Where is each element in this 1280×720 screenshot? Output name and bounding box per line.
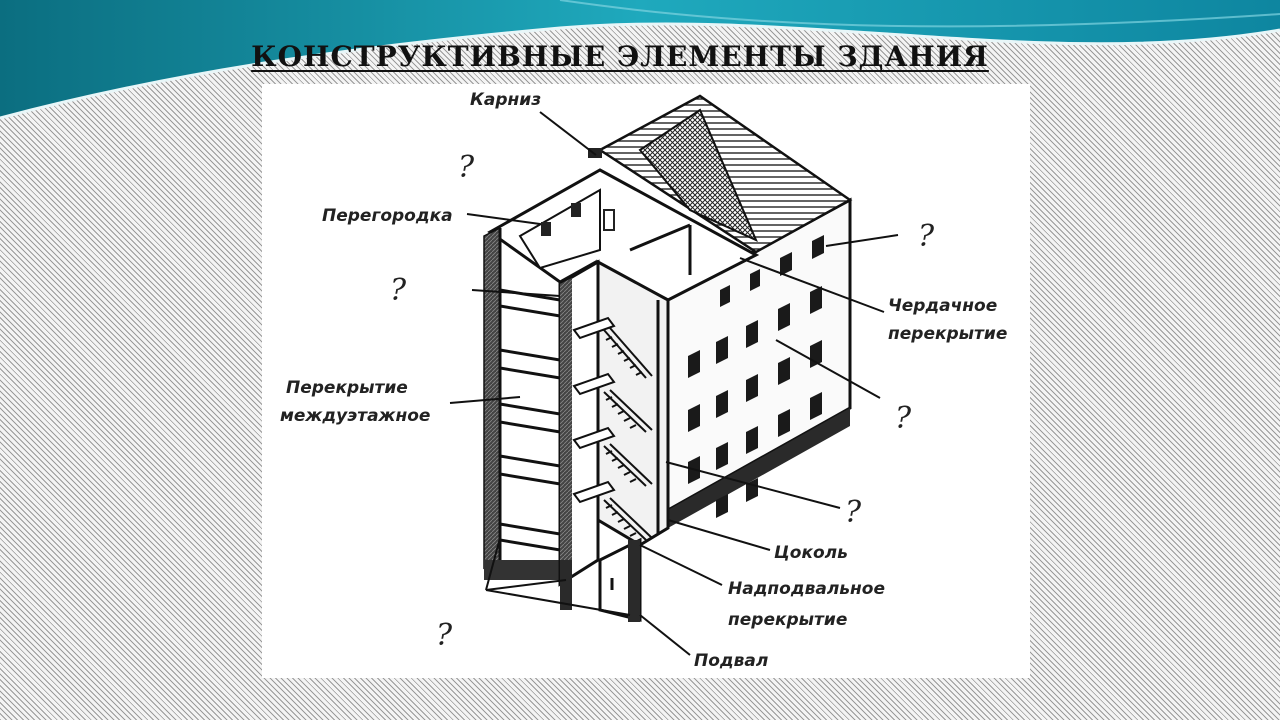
unknown-mark-roof: ? <box>458 150 475 185</box>
label-tsokol: Цоколь <box>774 543 848 563</box>
building-diagram: Карниз Перегородка Чердачное перекрытие … <box>262 84 1030 678</box>
label-cherdachnoe-line1: Чердачное <box>888 296 997 316</box>
middle-wall <box>560 262 598 588</box>
floor-slabs <box>500 290 560 550</box>
label-cherdachnoe-line2: перекрытие <box>888 324 1007 344</box>
slide-title: КОНСТРУКТИВНЫЕ ЭЛЕМЕНТЫ ЗДАНИЯ <box>0 40 1240 73</box>
stair-bay <box>598 262 668 545</box>
label-mezhduetazh-line1: Перекрытие <box>286 378 408 398</box>
unknown-mark-window: ? <box>895 401 912 436</box>
unknown-mark-foundation: ? <box>436 618 453 653</box>
label-podval: Подвал <box>694 651 768 671</box>
label-nadpodval-line1: Надподвальное <box>728 579 885 599</box>
unknown-mark-wall-top: ? <box>918 219 935 254</box>
label-karniz: Карниз <box>470 90 541 110</box>
label-peregorodka: Перегородка <box>322 206 453 226</box>
label-mezhduetazh-line2: междуэтажное <box>280 406 430 426</box>
unknown-mark-wall-low: ? <box>845 495 862 530</box>
label-nadpodval-line2: перекрытие <box>728 610 847 630</box>
unknown-mark-floor: ? <box>390 273 407 308</box>
